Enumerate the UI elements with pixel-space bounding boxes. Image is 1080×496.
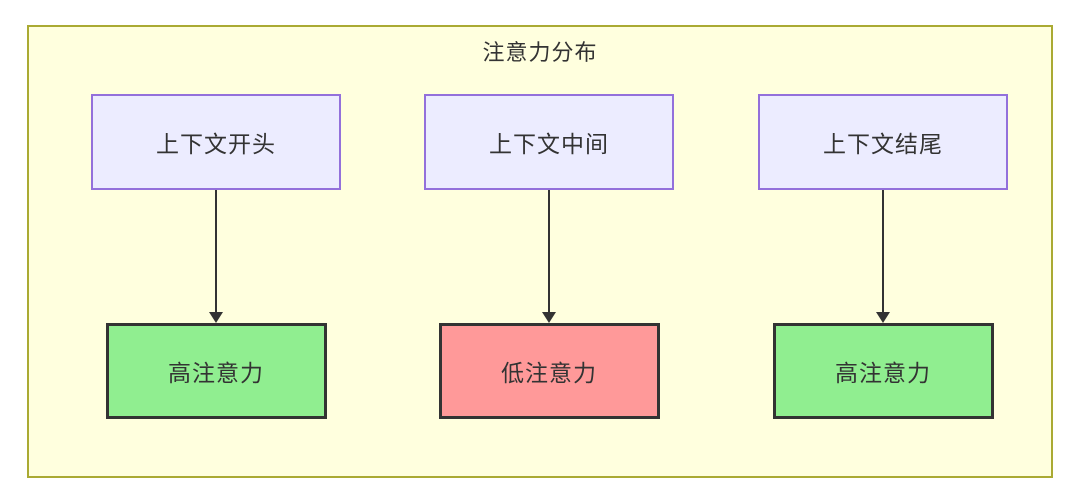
arrow-line [882,190,884,314]
context-end-node: 上下文结尾 [758,94,1008,190]
context-start-node: 上下文开头 [91,94,341,190]
attention-result-label: 高注意力 [168,360,264,386]
context-end-label: 上下文结尾 [823,131,943,157]
arrow-down-icon [876,312,890,323]
flow-column-context-middle: 上下文中间 低注意力 [419,94,679,419]
attention-result-node-end: 高注意力 [772,323,994,419]
attention-distribution-cluster: 注意力分布 上下文开头 高注意力 上下文中间 低注意力 [27,25,1053,478]
cluster-title: 注意力分布 [482,40,598,65]
arrow-line [215,190,217,314]
context-middle-label: 上下文中间 [489,131,609,157]
arrow-connector [206,190,226,323]
arrow-down-icon [542,312,556,323]
attention-result-label: 低注意力 [501,360,597,386]
flow-column-context-start: 上下文开头 高注意力 [86,94,346,419]
attention-result-node-middle: 低注意力 [438,323,660,419]
context-start-label: 上下文开头 [156,131,276,157]
attention-result-label: 高注意力 [835,360,931,386]
context-middle-node: 上下文中间 [424,94,674,190]
arrow-connector [539,190,559,323]
arrow-connector [873,190,893,323]
attention-result-node-start: 高注意力 [105,323,327,419]
arrow-down-icon [209,312,223,323]
flow-column-context-end: 上下文结尾 高注意力 [753,94,1013,419]
arrow-line [548,190,550,314]
